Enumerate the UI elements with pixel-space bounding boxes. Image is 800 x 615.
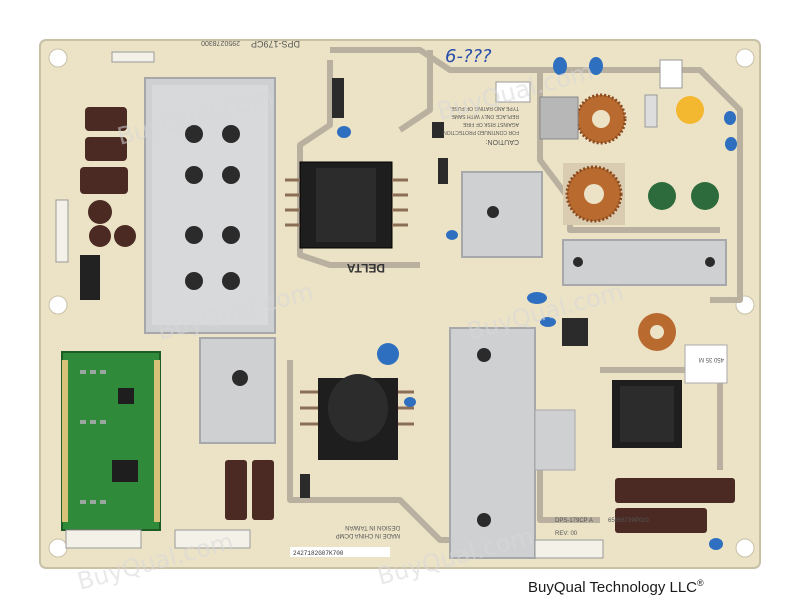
toroid-inductor-3 xyxy=(638,313,676,351)
toroid-inductor-2 xyxy=(563,163,625,225)
delta-logo-text: DELTA xyxy=(346,261,385,275)
rated-text: 450 35 M xyxy=(699,356,724,362)
footer-brand: BuyQual Technology LLC® xyxy=(528,578,704,596)
board-rev: REV: 00 xyxy=(555,531,578,537)
toroid-inductor-1 xyxy=(575,93,627,145)
main-transformer xyxy=(285,161,408,249)
top-center-heatsink xyxy=(461,171,543,258)
svg-text:2427182G07K700: 2427182G07K700 xyxy=(293,550,344,557)
svg-text:REPLACE ONLY WITH SAME: REPLACE ONLY WITH SAME xyxy=(451,113,519,119)
svg-text:TYPE AND RATING OF FUSE.: TYPE AND RATING OF FUSE. xyxy=(450,105,519,111)
green-daughter-board xyxy=(61,351,161,531)
caution-block: CAUTION: FOR CONTINUED PROTECTION AGAINS… xyxy=(443,105,519,145)
model-label: DPS-179CP xyxy=(251,39,300,49)
label-code-2: 65866739P020 xyxy=(608,518,649,524)
fuse-and-inputs xyxy=(539,59,719,210)
svg-text:AGAINST RISK OF FIRE: AGAINST RISK OF FIRE xyxy=(462,121,519,127)
silkscreen: DPS-179CP 2950278300 DELTA MADE IN CHINA… xyxy=(201,39,724,538)
svg-text:FOR CONTINUED PROTECTION: FOR CONTINUED PROTECTION xyxy=(443,129,519,135)
design-in: DESIGN IN TAIWAN xyxy=(345,524,400,530)
center-heatsink xyxy=(449,327,576,559)
sticker: 2427182G07K700 xyxy=(290,547,390,557)
label-code: DPS-179CP A xyxy=(555,518,593,524)
small-ics xyxy=(300,78,588,498)
blue-capacitors xyxy=(337,57,737,550)
company-name: BuyQual Technology LLC xyxy=(528,579,697,596)
rated-label xyxy=(684,344,728,384)
secondary-transformer xyxy=(300,374,414,460)
right-heatsink-bar xyxy=(562,239,727,286)
connectors xyxy=(55,51,604,559)
left-lower-heatsink xyxy=(199,337,276,444)
left-heatsink xyxy=(144,77,276,334)
svg-text:CAUTION:: CAUTION: xyxy=(486,138,520,145)
handwriting: 6-??? xyxy=(445,46,492,67)
right-transformer xyxy=(612,380,682,448)
registered-mark: ® xyxy=(697,578,704,588)
made-in: MADE IN CHINA DCMP xyxy=(336,532,400,538)
part-number: 2950278300 xyxy=(201,39,240,46)
electrolytic-capacitors xyxy=(80,107,735,533)
